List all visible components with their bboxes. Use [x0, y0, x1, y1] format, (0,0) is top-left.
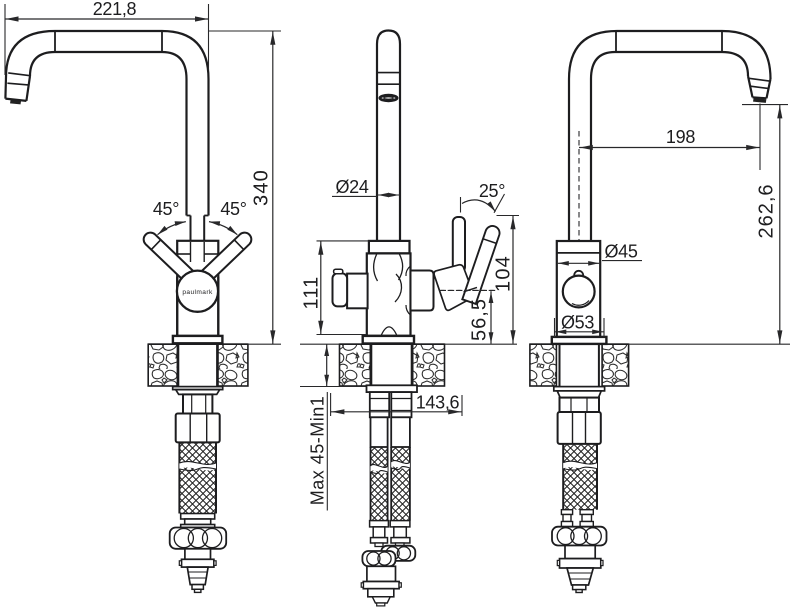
svg-text:Ø53: Ø53 — [561, 312, 594, 332]
svg-text:340: 340 — [251, 169, 273, 206]
svg-text:104: 104 — [493, 255, 515, 292]
svg-text:262,6: 262,6 — [756, 183, 778, 238]
svg-text:paulmark: paulmark — [182, 289, 213, 296]
svg-text:Ø24: Ø24 — [335, 177, 368, 197]
svg-text:143,6: 143,6 — [416, 392, 460, 412]
svg-text:198: 198 — [666, 127, 695, 147]
svg-text:Ø45: Ø45 — [604, 241, 637, 261]
svg-text:111: 111 — [301, 275, 323, 309]
svg-text:56,5: 56,5 — [469, 298, 491, 341]
svg-text:Max 45-Min1: Max 45-Min1 — [308, 396, 328, 506]
svg-text:25°: 25° — [479, 181, 505, 201]
svg-text:45°: 45° — [220, 199, 246, 219]
svg-text:221,8: 221,8 — [93, 0, 137, 19]
svg-text:45°: 45° — [153, 199, 179, 219]
